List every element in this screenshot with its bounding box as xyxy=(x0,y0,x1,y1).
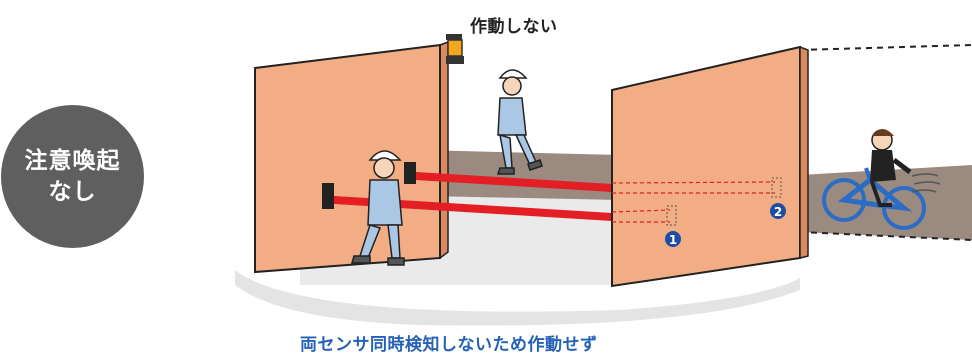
beam-lower-dashed xyxy=(611,209,671,223)
beam-lower-solid xyxy=(334,196,612,221)
sensor-lower-left xyxy=(322,183,334,209)
right-wall-side xyxy=(799,45,809,259)
receiver-2-outline xyxy=(771,177,782,198)
marker-1: 1 xyxy=(665,231,681,247)
worker-foreground xyxy=(351,150,405,266)
svg-text:2: 2 xyxy=(774,205,782,219)
ground-shadow xyxy=(235,270,800,326)
left-wall xyxy=(254,43,441,274)
left-wall-side xyxy=(439,40,449,260)
beam-upper-dashed xyxy=(611,181,776,194)
svg-text:1: 1 xyxy=(669,233,677,247)
status-label: 作動しない xyxy=(470,17,558,37)
warning-light-icon xyxy=(446,34,464,64)
caption: 両センサ同時検知しないため作動せず xyxy=(300,335,598,355)
badge-line-2: なし xyxy=(48,178,97,205)
right-wall xyxy=(611,45,801,288)
no-alert-badge: 注意喚起 なし xyxy=(1,105,144,248)
receiver-1-outline xyxy=(666,205,677,226)
sensor-upper-left xyxy=(404,162,416,184)
zone-dashed-top xyxy=(799,44,972,51)
worker-background xyxy=(496,69,543,175)
zone-dashed-bottom xyxy=(799,231,972,241)
marker-2: 2 xyxy=(770,203,786,219)
motion-lines xyxy=(911,173,941,193)
beam-upper-solid xyxy=(416,172,612,192)
badge-line-1: 注意喚起 xyxy=(24,147,121,174)
bicycle-rider xyxy=(822,129,926,230)
